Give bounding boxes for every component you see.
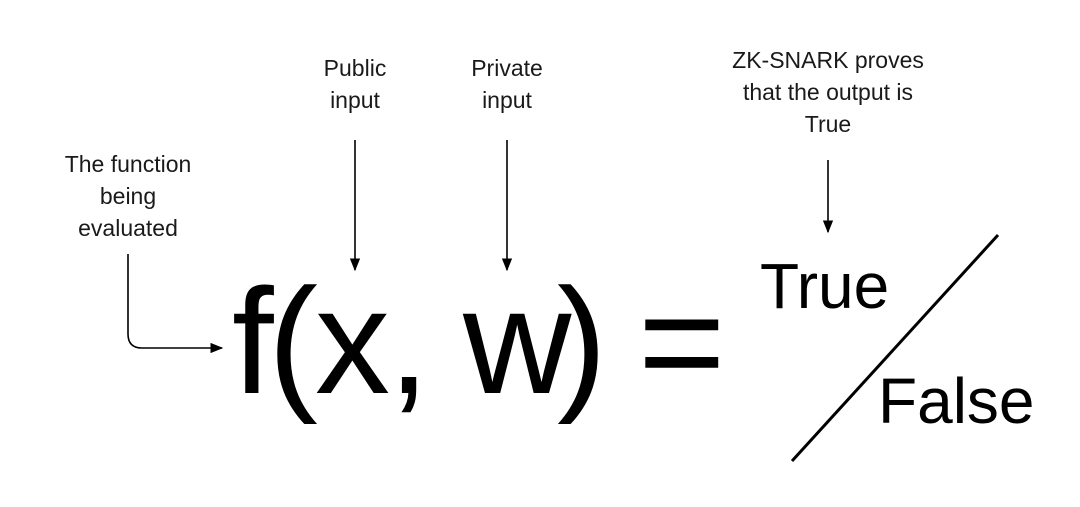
outcome-true: True [760, 250, 889, 322]
open-paren: ( [268, 257, 318, 425]
public-input-annotation: Public input [324, 55, 387, 113]
outcome-false: False [878, 365, 1035, 437]
public-input-line-2: input [330, 87, 380, 113]
equals-sign: = [638, 257, 726, 425]
proof-annotation: ZK-SNARK proves that the output is True [732, 47, 924, 137]
function-arrow [127, 254, 224, 354]
private-input-line-1: Private [471, 55, 543, 81]
function-symbol: f [232, 257, 274, 425]
function-annotation-line-1: The function [65, 151, 192, 177]
public-input-line-1: Public [324, 55, 387, 81]
proof-annotation-line-2: that the output is [743, 79, 913, 105]
outcome-divider [790, 233, 1000, 463]
close-paren: ) [557, 257, 607, 425]
equation: f ( x , w ) = [232, 257, 726, 425]
function-annotation-line-2: being [100, 183, 156, 209]
proof-annotation-line-1: ZK-SNARK proves [732, 47, 924, 73]
private-input-annotation: Private input [471, 55, 543, 113]
outcomes: True False [760, 233, 1035, 463]
public-variable-x: x [315, 257, 390, 425]
private-variable-w: w [462, 257, 572, 425]
comma-separator: , [388, 257, 430, 425]
function-annotation-line-3: evaluated [78, 215, 178, 241]
proof-annotation-line-3: True [805, 111, 851, 137]
private-input-line-2: input [482, 87, 532, 113]
function-annotation: The function being evaluated [65, 151, 192, 241]
